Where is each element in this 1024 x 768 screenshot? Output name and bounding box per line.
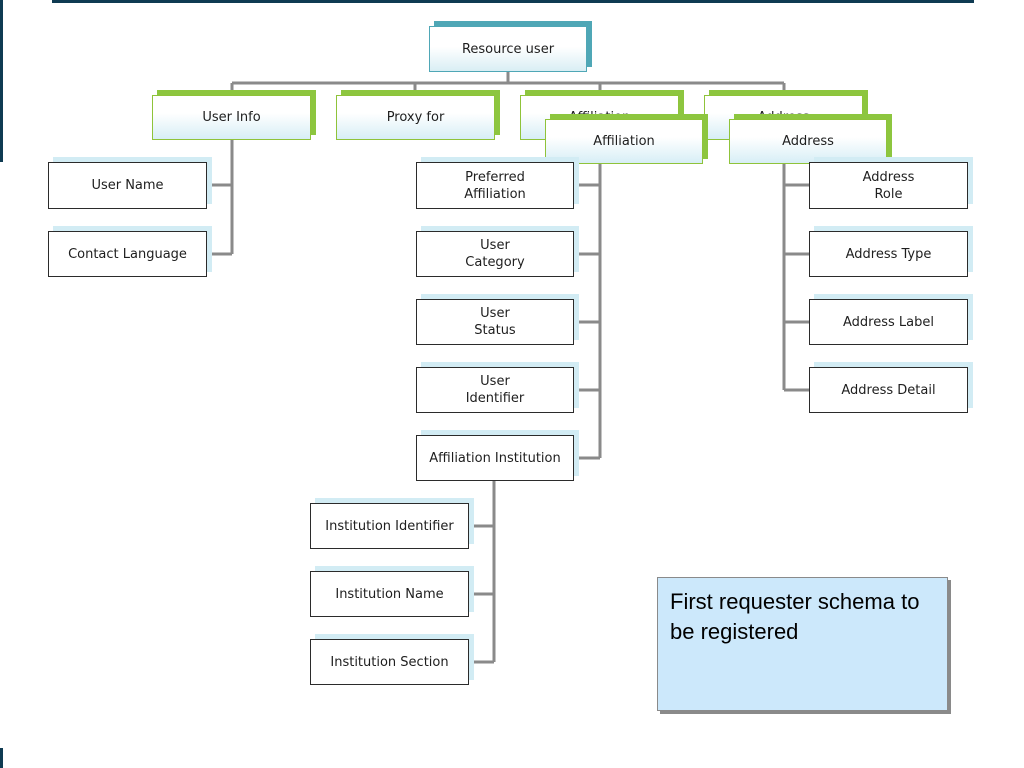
node-affiliation: Affiliation [545,119,703,164]
node-address-type: Address Type [809,231,968,277]
node-address-detail: Address Detail [809,367,968,413]
left-border [0,0,3,162]
node-user-info: User Info [152,95,311,140]
left-border-bottom [0,748,3,768]
node-contact-language: Contact Language [48,231,207,277]
node-user-category: User Category [416,231,574,277]
node-preferred-affiliation: Preferred Affiliation [416,162,574,209]
node-user-name: User Name [48,162,207,209]
node-address: Address [729,119,887,164]
node-resource-user: Resource user [429,26,587,72]
top-border [52,0,974,3]
node-institution-name: Institution Name [310,571,469,617]
node-affiliation-institution: Affiliation Institution [416,435,574,481]
node-institution-identifier: Institution Identifier [310,503,469,549]
node-institution-section: Institution Section [310,639,469,685]
node-address-label: Address Label [809,299,968,345]
node-proxy-for: Proxy for [336,95,495,140]
node-user-identifier: User Identifier [416,367,574,413]
note-box: First requester schema to be registered [657,577,948,711]
node-address-role: Address Role [809,162,968,209]
node-user-status: User Status [416,299,574,345]
